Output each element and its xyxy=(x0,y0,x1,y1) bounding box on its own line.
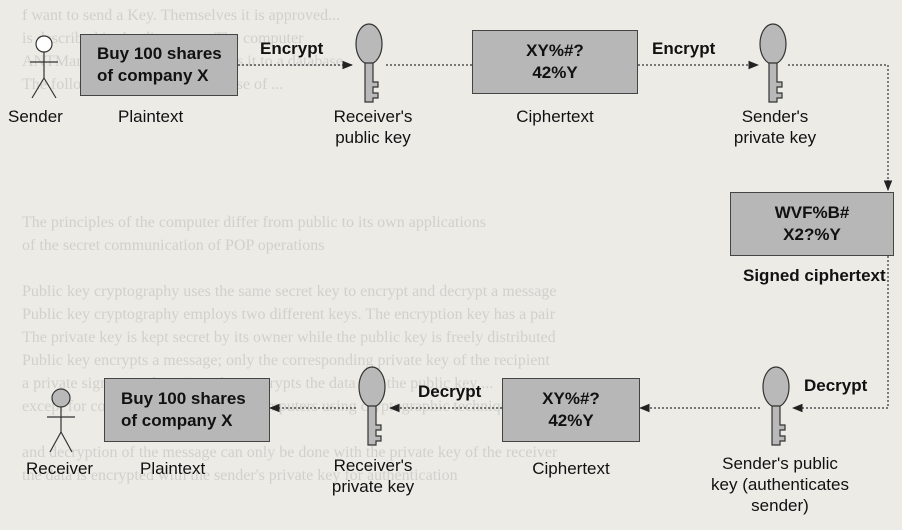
receiver-public-key-icon xyxy=(355,23,383,103)
plaintext-box-bottom: Buy 100 shares of company X xyxy=(104,378,270,442)
encrypt-label-1: Encrypt xyxy=(260,39,324,58)
plaintext-label-bottom: Plaintext xyxy=(140,459,206,478)
sender-label: Sender xyxy=(8,107,63,126)
key-label-line: Receiver's xyxy=(333,456,413,475)
sender-public-key-label: Sender's public key (authenticates sende… xyxy=(676,453,884,516)
plaintext-line-2: of company X xyxy=(121,411,233,430)
key-label-line: Sender's public xyxy=(722,454,838,473)
sender-private-key-label: Sender's private key xyxy=(720,106,830,148)
ciphertext-box-top: XY%#? 42%Y xyxy=(472,30,638,94)
sender-private-key-icon xyxy=(759,23,787,103)
ciphertext-line-2: 42%Y xyxy=(548,411,594,430)
ciphertext-line-2: 42%Y xyxy=(532,63,578,82)
key-label-line: private key xyxy=(733,128,817,147)
decrypt-label-1: Decrypt xyxy=(804,376,868,395)
key-label-line: public key xyxy=(335,128,411,147)
bg-line: The private key is kept secret by its ow… xyxy=(22,329,556,346)
key-label-line: sender) xyxy=(751,496,809,515)
bg-line: and decryption of the message can only b… xyxy=(22,444,558,461)
receiver-private-key-label: Receiver's private key xyxy=(318,455,428,497)
ciphertext-label-bottom: Ciphertext xyxy=(532,459,610,478)
signed-ciphertext-box: WVF%B# X2?%Y xyxy=(730,192,894,256)
bg-line: f want to send a Key. Themselves it is a… xyxy=(22,7,341,24)
sender-public-key-icon xyxy=(762,366,790,446)
key-label-line: key (authenticates xyxy=(711,475,849,494)
signed-line-2: X2?%Y xyxy=(783,225,841,244)
plaintext-line-2: of company X xyxy=(97,66,209,85)
receiver-private-key-icon xyxy=(358,366,386,446)
line-key-down-to-signed xyxy=(788,64,889,180)
signed-ciphertext-label: Signed ciphertext xyxy=(743,266,886,285)
plaintext-label-top: Plaintext xyxy=(118,107,184,126)
plaintext-box-top: Buy 100 shares of company X xyxy=(80,34,238,96)
ciphertext-line-1: XY%#? xyxy=(542,389,600,408)
decrypt-label-2: Decrypt xyxy=(418,382,482,401)
ciphertext-line-1: XY%#? xyxy=(526,41,584,60)
bg-line: The principles of the computer differ fr… xyxy=(22,214,487,231)
ciphertext-label-top: Ciphertext xyxy=(516,107,594,126)
encrypt-label-2: Encrypt xyxy=(652,39,716,58)
sender-person-icon xyxy=(30,35,58,99)
signed-line-1: WVF%B# xyxy=(774,203,850,222)
receiver-person-icon xyxy=(47,388,75,453)
receiver-public-key-label: Receiver's public key xyxy=(318,106,428,148)
bg-line: the data is encrypted with the sender's … xyxy=(22,467,458,484)
bg-line: Public key cryptography uses the same se… xyxy=(22,283,557,300)
bg-line: Public key encrypts a message; only the … xyxy=(22,352,550,369)
key-label-line: private key xyxy=(331,477,415,496)
key-label-line: Receiver's xyxy=(333,107,413,126)
ciphertext-box-bottom: XY%#? 42%Y xyxy=(502,378,640,442)
plaintext-line-1: Buy 100 shares xyxy=(121,389,246,408)
receiver-label: Receiver xyxy=(26,459,94,478)
bg-line: of the secret communication of POP opera… xyxy=(22,237,325,254)
bg-line: Public key cryptography employs two diff… xyxy=(22,306,556,323)
plaintext-line-1: Buy 100 shares xyxy=(97,44,222,63)
key-label-line: Sender's xyxy=(741,107,809,126)
